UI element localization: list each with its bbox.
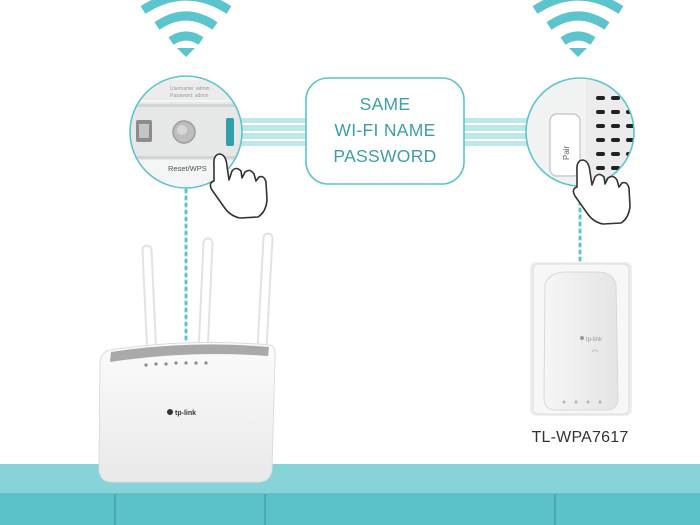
wifi-icon-right	[532, 0, 624, 57]
router-device: tp-link	[98, 232, 276, 483]
extender-zoom-circle: Pair	[525, 77, 635, 187]
hand-icon-left	[209, 153, 268, 219]
pair-button-label: Pair	[562, 145, 571, 160]
extender-brand: tp-link	[586, 337, 603, 343]
router-brand: tp-link	[175, 410, 196, 417]
wifi-icon-left	[140, 0, 232, 57]
center-box	[305, 77, 465, 185]
center-text-line-3: PASSWORD	[333, 146, 437, 166]
center-text-line-1: SAME	[359, 94, 411, 114]
wps-button-label: Reset/WPS	[168, 164, 207, 173]
pair-button[interactable]	[549, 113, 581, 177]
connection-band-left	[240, 118, 306, 146]
hand-icon-right	[572, 159, 631, 225]
connection-band-right	[464, 118, 528, 146]
center-text-line-2: WI-FI NAME	[334, 120, 436, 140]
extender-model-label: TL-WPA7617	[531, 429, 629, 446]
router-label-username: Username: admin	[170, 86, 210, 92]
table	[0, 464, 700, 525]
router-label-password: Password: admin	[170, 93, 209, 99]
extender-device: tp-link	[530, 262, 632, 416]
